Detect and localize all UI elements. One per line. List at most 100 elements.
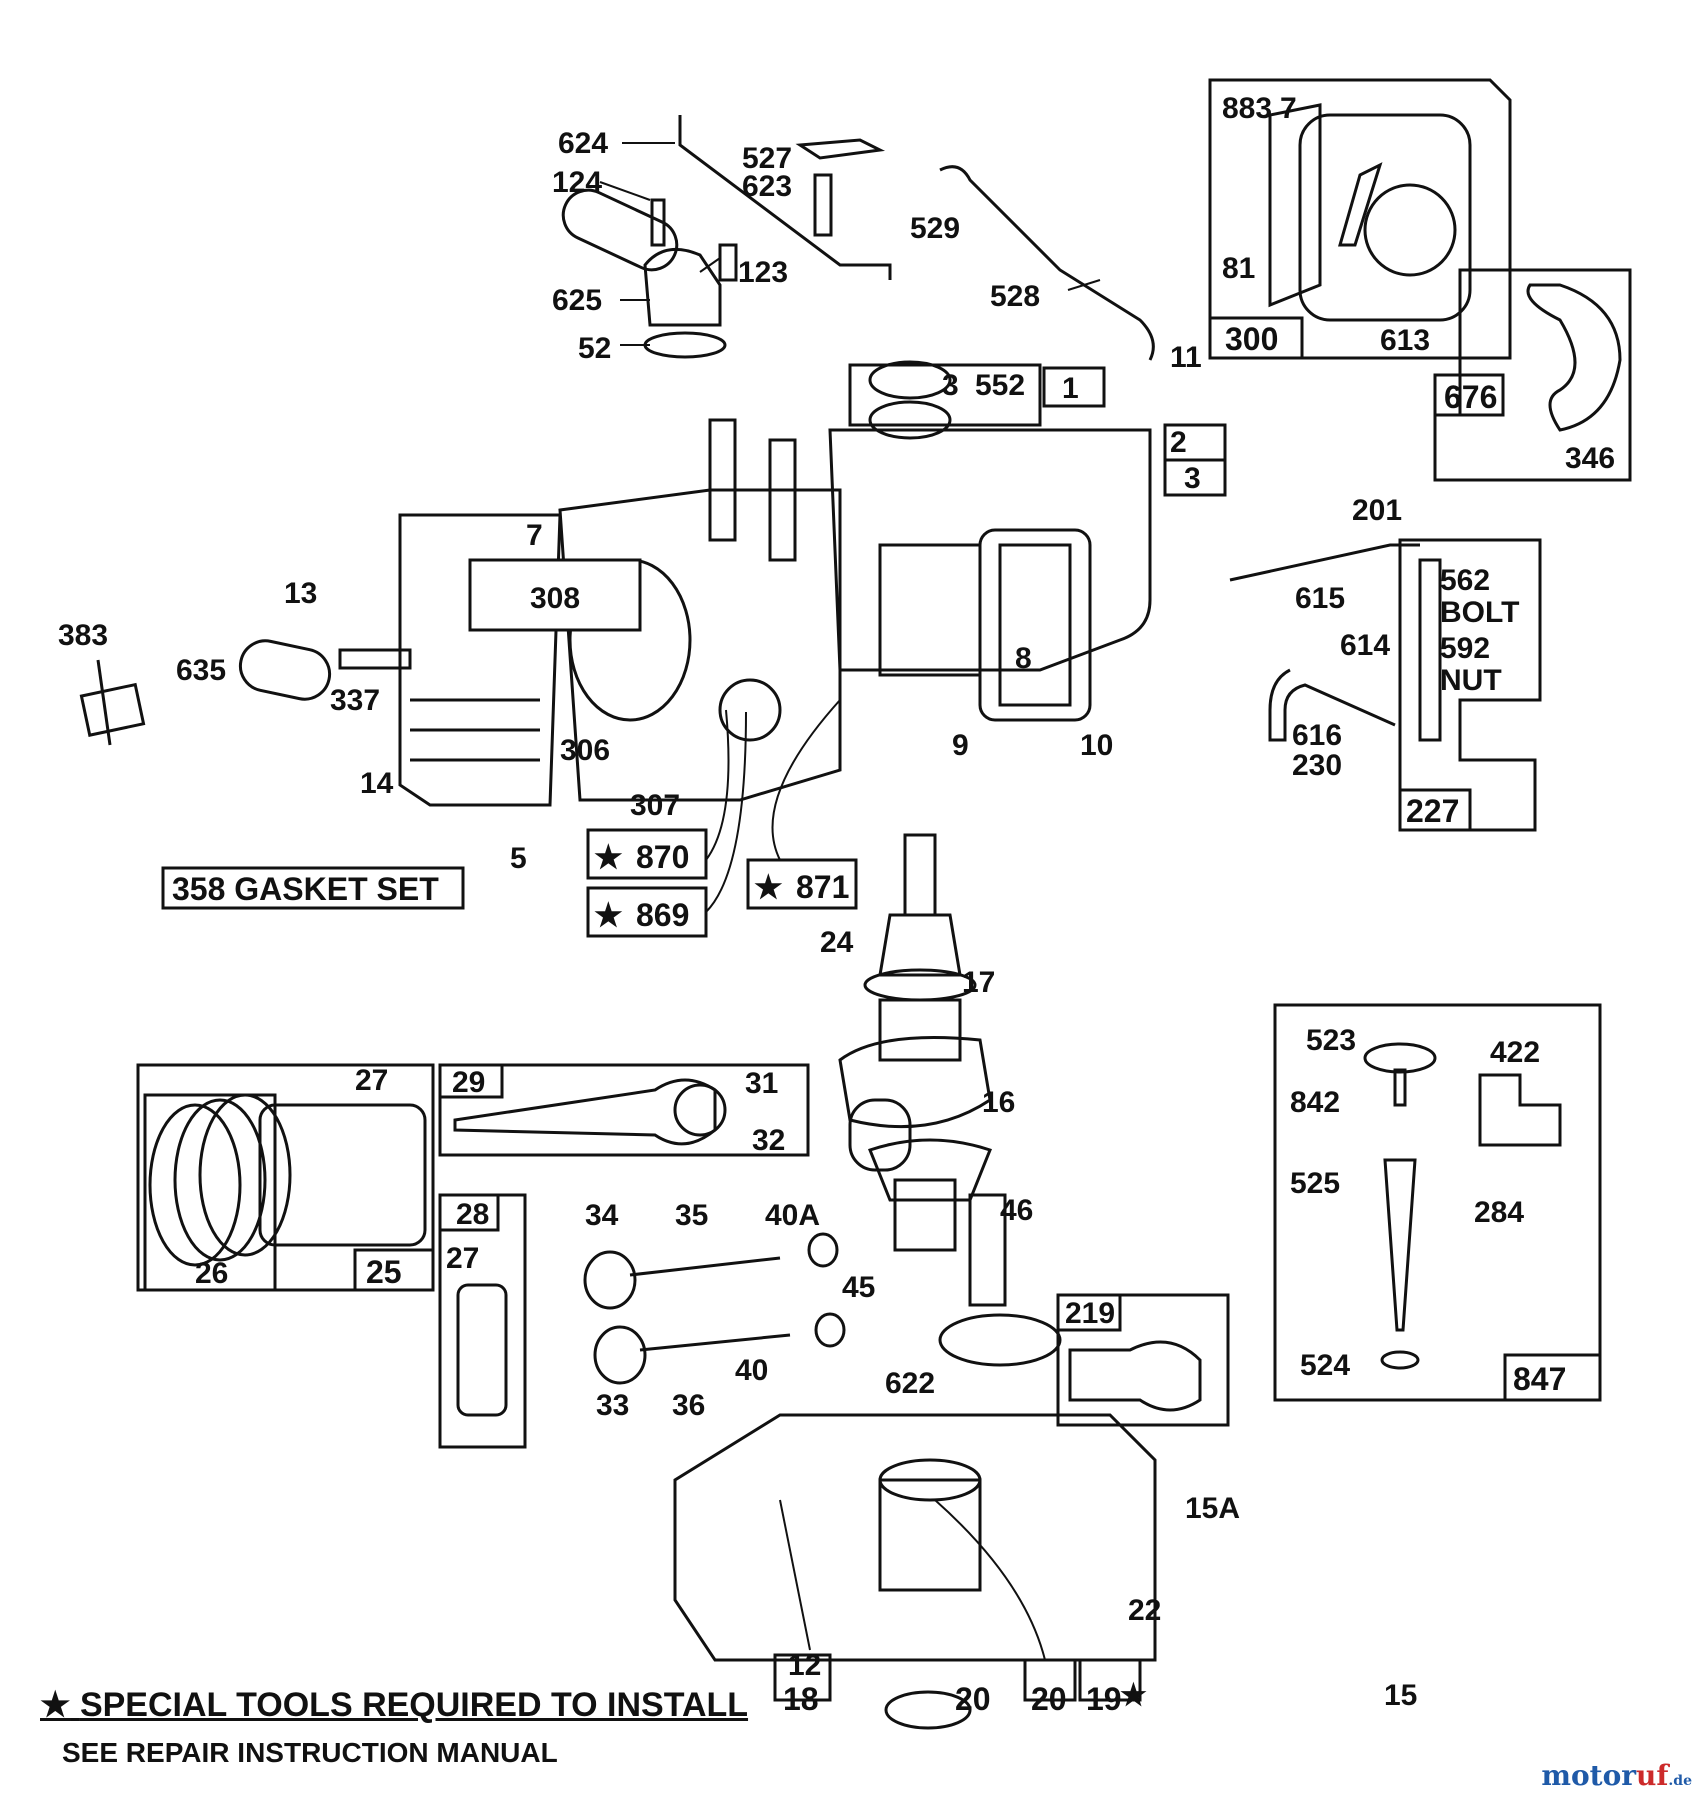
callout-nut: NUT — [1440, 664, 1502, 697]
governor-box — [1056, 1293, 1230, 1427]
breather-leaders — [599, 142, 1101, 346]
star-870: ★ — [594, 839, 623, 875]
callout-230: 230 — [1292, 749, 1342, 782]
star-871: ★ — [754, 869, 783, 905]
callout-676: 676 — [1444, 379, 1497, 415]
camshaft — [938, 1193, 1062, 1367]
callout-9: 9 — [952, 729, 969, 762]
callout-124: 124 — [552, 166, 602, 199]
special-tools-note: ★ SPECIAL TOOLS REQUIRED TO INSTALL — [40, 1685, 748, 1725]
callout-1: 1 — [1062, 372, 1079, 405]
callout-201: 201 — [1352, 494, 1402, 527]
callout-25: 25 — [366, 1254, 402, 1290]
callout-22: 22 — [1128, 1594, 1161, 1627]
crankcase-sump — [673, 1413, 1157, 1730]
callout-29: 29 — [452, 1066, 485, 1099]
piston-box — [136, 1063, 435, 1292]
callout-27b: 27 — [446, 1242, 479, 1275]
callout-40a: 40A — [765, 1199, 820, 1232]
callout-32: 32 — [752, 1124, 785, 1157]
muffler-assembly — [1208, 78, 1512, 360]
callout-45: 45 — [842, 1271, 875, 1304]
watermark-brand-b: uf — [1636, 1759, 1669, 1792]
callout-219: 219 — [1065, 1297, 1115, 1330]
callout-623: 623 — [742, 170, 792, 203]
muffler-guard — [1433, 268, 1632, 482]
callout-31: 31 — [745, 1067, 778, 1100]
callout-35: 35 — [675, 1199, 708, 1232]
callout-337: 337 — [330, 684, 380, 717]
cylinder-head — [398, 513, 642, 807]
callout-528: 528 — [990, 280, 1040, 313]
callout-227: 227 — [1406, 793, 1459, 829]
callout-33: 33 — [596, 1389, 629, 1422]
gasket-set-box — [161, 866, 465, 910]
callout-24: 24 — [820, 926, 854, 959]
callout-14: 14 — [360, 767, 394, 800]
callout-19: 19 — [1086, 1681, 1122, 1717]
callout-17: 17 — [962, 966, 995, 999]
callout-28: 28 — [456, 1198, 489, 1231]
callout-2: 2 — [1170, 426, 1187, 459]
callout-523: 523 — [1306, 1024, 1356, 1057]
callout-847: 847 — [1513, 1361, 1566, 1397]
footnote-line1: SPECIAL TOOLS REQUIRED TO INSTALL — [79, 1686, 749, 1724]
callout-624: 624 — [558, 127, 608, 160]
footnote-line2: SEE REPAIR INSTRUCTION MANUAL — [62, 1737, 558, 1768]
breather-assembly — [561, 115, 1155, 361]
connecting-rod-box — [438, 1063, 810, 1157]
special-tool-boxes — [586, 699, 858, 938]
callout-284: 284 — [1474, 1196, 1524, 1229]
callout-36: 36 — [672, 1389, 705, 1422]
callout-10: 10 — [1080, 729, 1113, 762]
callout-635: 635 — [176, 654, 226, 687]
piston-pin-box — [438, 1193, 527, 1449]
valves — [583, 1232, 846, 1385]
callout-871: 871 — [796, 869, 849, 905]
callout-346: 346 — [1565, 442, 1615, 475]
callout-524: 524 — [1300, 1349, 1350, 1382]
callout-616: 616 — [1292, 719, 1342, 752]
callout-529: 529 — [910, 212, 960, 245]
star-869: ★ — [594, 897, 623, 933]
callout-308: 308 — [530, 582, 580, 615]
callout-300: 300 — [1225, 321, 1278, 357]
callout-552: 552 — [975, 369, 1025, 402]
callout-883: 883 — [1222, 92, 1272, 125]
governor-bracket — [1229, 538, 1542, 832]
spark-plug-parts — [79, 639, 412, 746]
footnote-star: ★ — [40, 1686, 71, 1724]
dipstick-box — [1273, 1003, 1602, 1402]
callout-15: 15 — [1384, 1679, 1417, 1712]
callout-306: 306 — [560, 734, 610, 767]
cylinder-block — [558, 360, 1227, 802]
callout-592: 592 — [1440, 632, 1490, 665]
callout-842: 842 — [1290, 1086, 1340, 1119]
callout-869: 869 — [636, 897, 689, 933]
callout-422: 422 — [1490, 1036, 1540, 1069]
callout-16: 16 — [982, 1086, 1015, 1119]
callout-123: 123 — [738, 256, 788, 289]
watermark-suffix: .de — [1668, 1773, 1692, 1789]
callout-625: 625 — [552, 284, 602, 317]
callout-562: 562 — [1440, 564, 1490, 597]
callout-81: 81 — [1222, 252, 1255, 285]
callout-383: 383 — [58, 619, 108, 652]
callout-614: 614 — [1340, 629, 1390, 662]
callout-7b: 7 — [526, 519, 543, 552]
callout-12: 12 — [788, 1649, 821, 1682]
callout-622: 622 — [885, 1367, 935, 1400]
callout-15a: 15A — [1185, 1492, 1240, 1525]
callout-613: 613 — [1380, 324, 1430, 357]
callout-527: 527 — [742, 142, 792, 175]
callout-525: 525 — [1290, 1167, 1340, 1200]
gasket-set-label: 358 GASKET SET — [172, 871, 439, 907]
callout-307: 307 — [630, 789, 680, 822]
motoruf-watermark: motoruf.de — [1541, 1759, 1692, 1792]
callout-20a: 20 — [955, 1681, 991, 1717]
callout-7a: 7 — [1280, 92, 1297, 125]
crankshaft — [838, 833, 992, 1252]
callout-52: 52 — [578, 332, 611, 365]
callout-3a: 3 — [942, 369, 959, 402]
callout-34: 34 — [585, 1199, 619, 1232]
